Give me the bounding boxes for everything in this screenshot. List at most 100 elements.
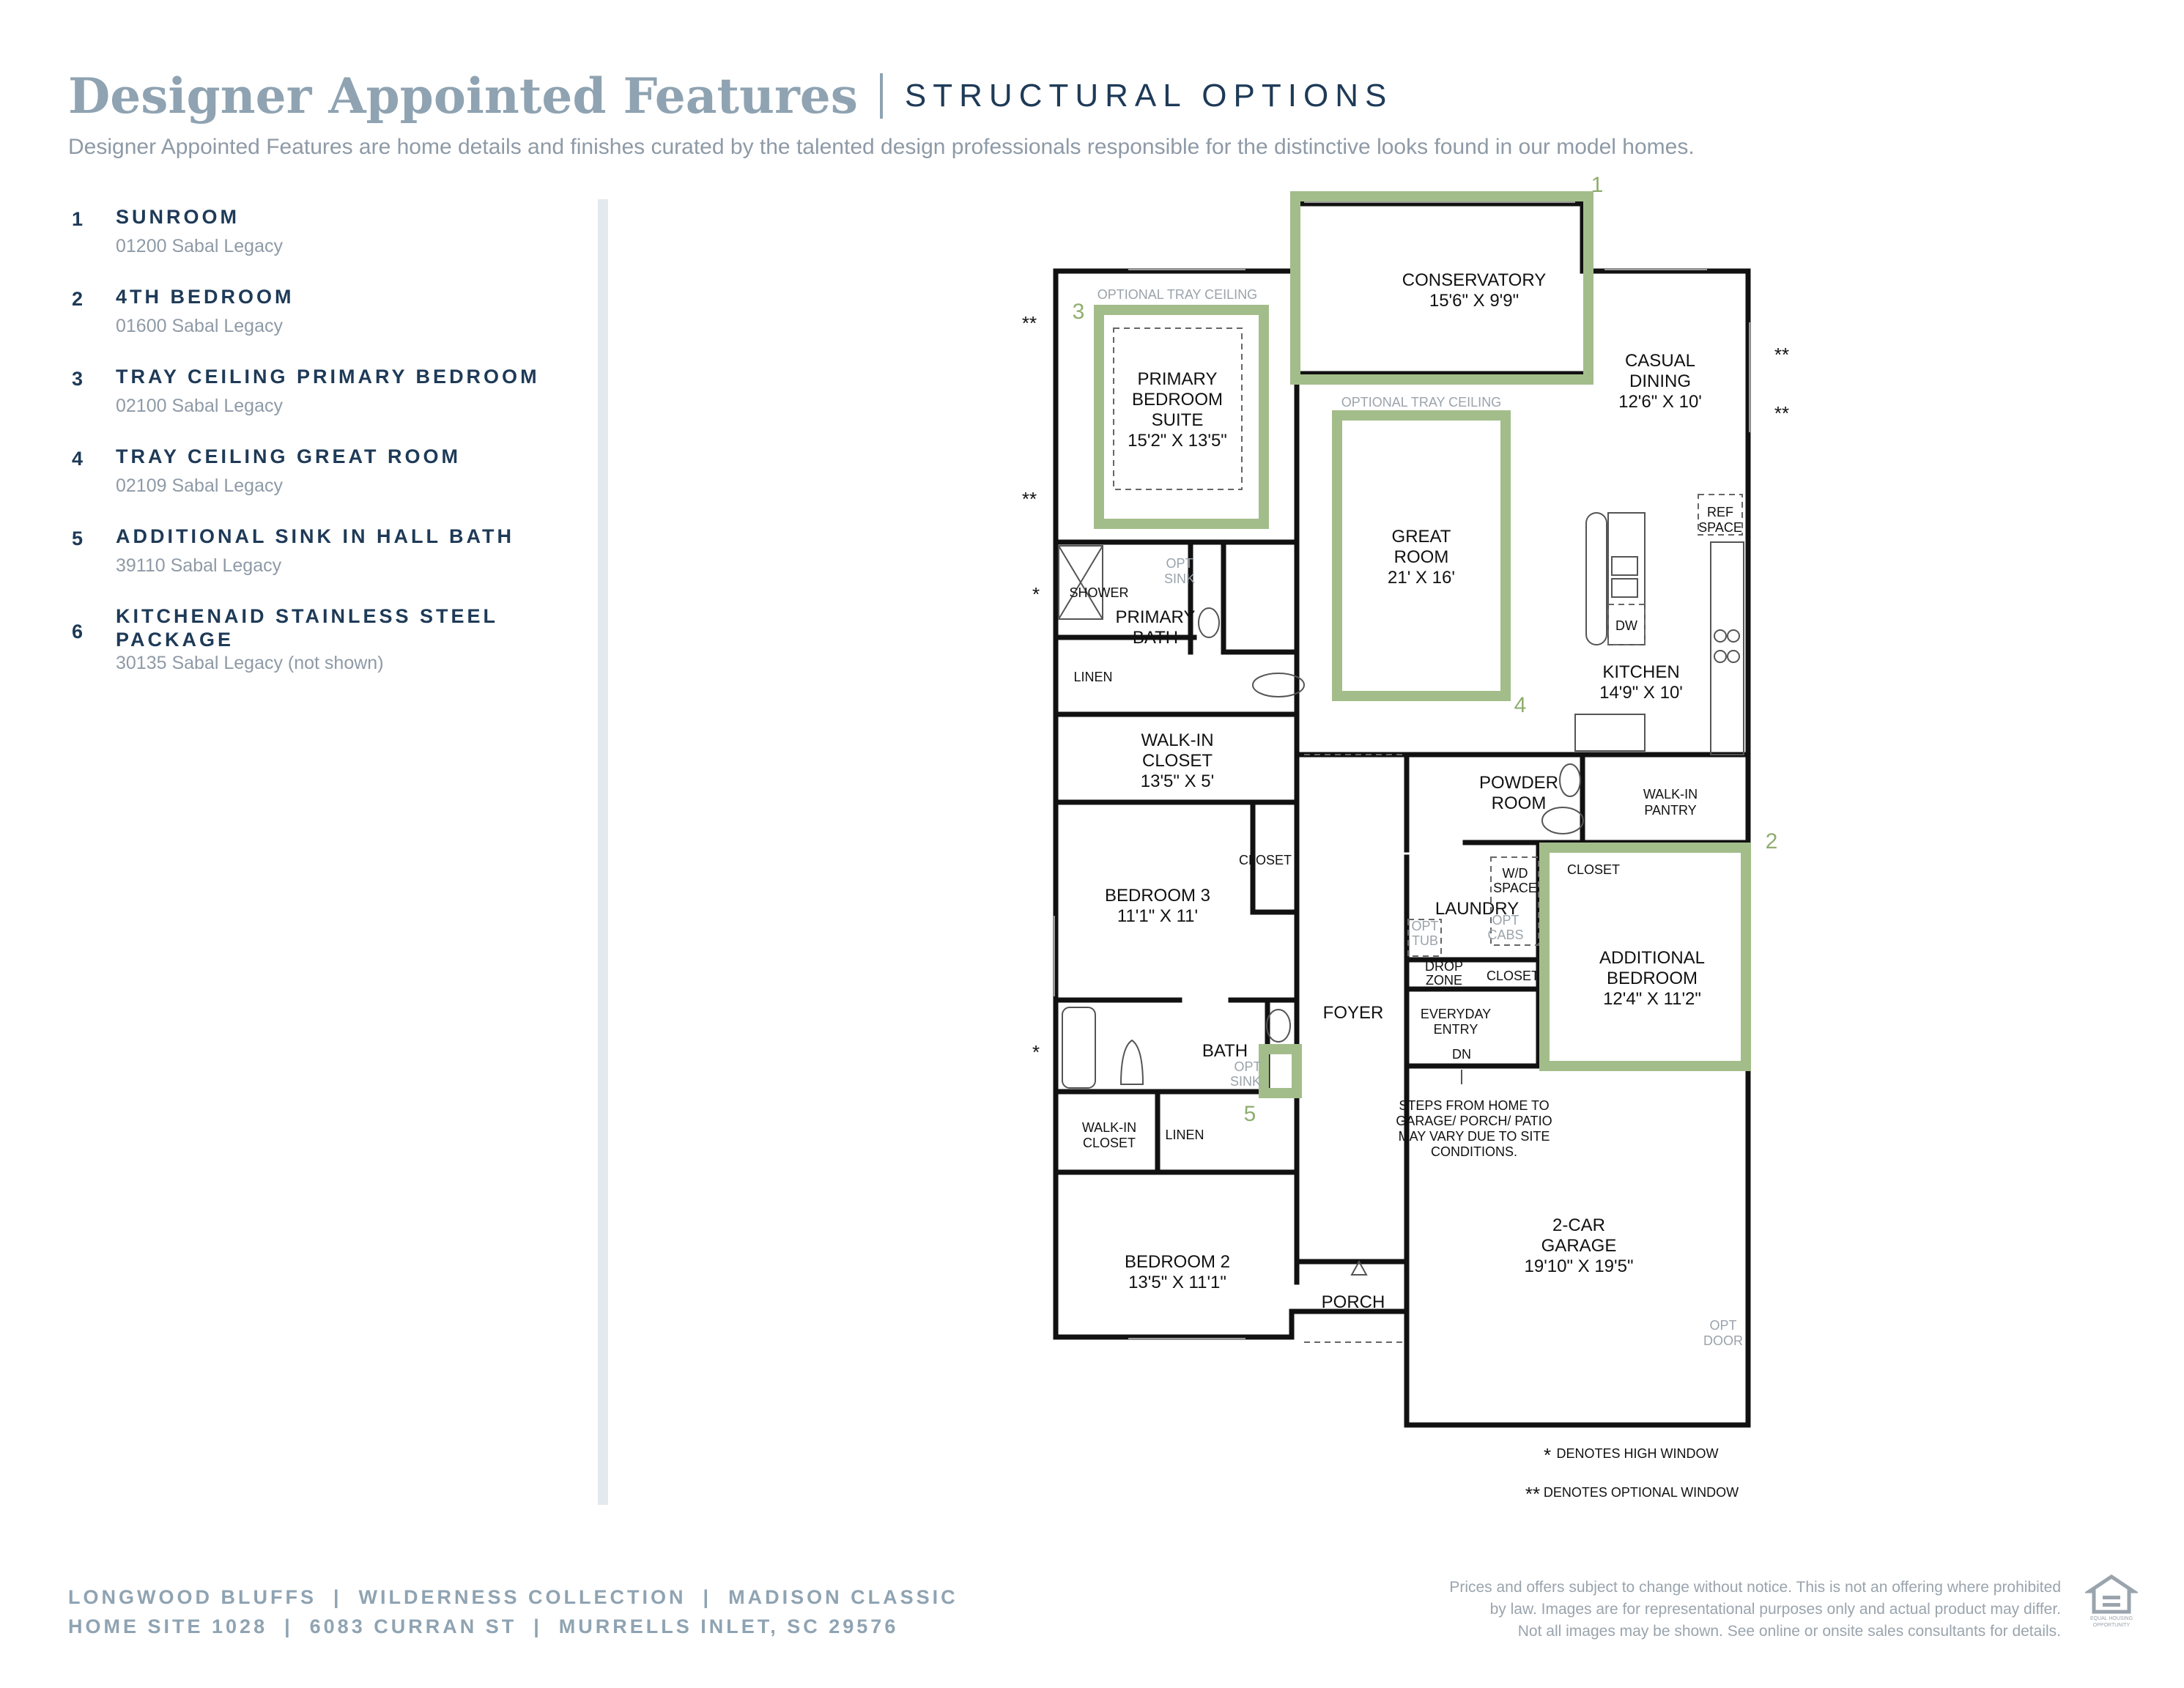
room-name: WALK-IN: [1643, 787, 1698, 802]
room-name: CLOSET: [1083, 1136, 1136, 1150]
marker-2: 2: [1766, 829, 1778, 854]
fixture-label: OPT: [1492, 913, 1519, 928]
fixture-label: OPT: [1411, 919, 1438, 933]
room-name: SUITE: [1152, 410, 1204, 430]
feature-name: ADDITIONAL SINK IN HALL BATH: [116, 525, 514, 547]
fixture-label: LINEN: [1165, 1128, 1204, 1142]
room-name: PORCH: [1322, 1292, 1385, 1312]
feature-number: 1: [72, 208, 84, 230]
fixture-label: SPACE: [1493, 881, 1537, 895]
title-divider: [879, 73, 883, 119]
tray-ceiling-label: OPTIONAL TRAY CEILING: [1097, 287, 1257, 302]
room-name: FOYER: [1323, 1003, 1384, 1023]
room-name: POWDER: [1479, 773, 1558, 793]
fixture-label: CLOSET: [1487, 969, 1539, 983]
equal-housing-icon: EQUAL HOUSING OPPORTUNITY: [2085, 1574, 2138, 1628]
legend-marker: *: [1544, 1444, 1551, 1466]
room-name: PRIMARY: [1138, 369, 1218, 389]
laundry-fixtures: [1350, 856, 1539, 1276]
kitchen-fixtures: [1574, 494, 1744, 755]
room-name: GARAGE: [1541, 1236, 1617, 1256]
room-size: 12'4" X 11'2": [1603, 989, 1701, 1009]
feature-name: SUNROOM: [116, 206, 240, 228]
fixture-label: CLOSET: [1567, 862, 1620, 877]
room-name: CLOSET: [1142, 751, 1213, 771]
fixture-label: LINEN: [1073, 670, 1112, 684]
fixture-label: CLOSET: [1239, 853, 1292, 867]
room-size: 21' X 16': [1388, 568, 1455, 588]
feature-item: 6 KITCHENAID STAINLESS STEEL PACKAGE 301…: [72, 604, 541, 674]
sunroom-highlight: [1290, 191, 1593, 385]
room-name: WALK-IN: [1141, 730, 1213, 750]
room-name: BEDROOM: [1132, 390, 1223, 410]
window-marker: **: [1774, 344, 1789, 366]
eho-label: EQUAL HOUSING: [2090, 1616, 2133, 1621]
room-name: BEDROOM 2: [1125, 1252, 1230, 1272]
page-header: Designer Appointed Features STRUCTURAL O…: [68, 67, 1393, 125]
room-name: GREAT: [1392, 527, 1451, 547]
fixture-label: DROP: [1425, 959, 1463, 974]
page-title: Designer Appointed Features: [68, 67, 858, 125]
tray-ceiling-label: OPTIONAL TRAY CEILING: [1341, 395, 1501, 410]
marker-4: 4: [1514, 693, 1527, 717]
room-size: 14'9" X 10': [1599, 683, 1683, 703]
legend-text: DENOTES HIGH WINDOW: [1557, 1446, 1719, 1461]
window-marker: *: [1032, 1041, 1040, 1063]
steps-note: MAY VARY DUE TO SITE: [1399, 1129, 1550, 1144]
window-marker: **: [1022, 488, 1037, 510]
room-name: ROOM: [1492, 793, 1547, 813]
disclaimer-line: Prices and offers subject to change with…: [1449, 1579, 2061, 1596]
room-name: LAUNDRY: [1435, 899, 1519, 919]
fixture-label: DOOR: [1703, 1333, 1743, 1348]
disclaimer-line: by law. Images are for representational …: [1489, 1601, 2061, 1618]
feature-name: KITCHENAID STAINLESS STEEL PACKAGE: [116, 605, 498, 651]
hall-sink-highlight: [1259, 1044, 1302, 1098]
fixture-label: SPACE: [1698, 520, 1742, 535]
fixture-label: OPT: [1166, 556, 1193, 571]
room-name: DINING: [1629, 371, 1691, 391]
fixture-label: REF: [1707, 505, 1733, 519]
fixture-label: EVERYDAY: [1421, 1007, 1491, 1021]
legend-text: DENOTES OPTIONAL WINDOW: [1544, 1485, 1739, 1500]
room-name: BEDROOM: [1607, 969, 1698, 988]
window-marker: **: [1022, 312, 1037, 334]
fixture-label: ZONE: [1426, 973, 1462, 988]
steps-note: GARAGE/ PORCH/ PATIO: [1396, 1114, 1552, 1128]
room-name: PANTRY: [1644, 803, 1696, 818]
room-name: WALK-IN: [1082, 1120, 1136, 1135]
column-divider: [598, 199, 608, 1505]
intro-text: Designer Appointed Features are home det…: [68, 135, 1695, 159]
feature-name: 4TH BEDROOM: [116, 286, 295, 308]
page-subtitle: STRUCTURAL OPTIONS: [904, 78, 1393, 114]
feature-number: 2: [72, 288, 84, 310]
feature-name: TRAY CEILING PRIMARY BEDROOM: [116, 366, 540, 388]
legend-marker: **: [1525, 1483, 1540, 1505]
fixture-label: OPT: [1234, 1059, 1261, 1074]
fixture-label: SHOWER: [1070, 585, 1129, 600]
feature-item: 4 TRAY CEILING GREAT ROOM 02109 Sabal Le…: [72, 445, 541, 497]
fixture-label: ENTRY: [1434, 1022, 1478, 1037]
fixture-label: TUB: [1412, 933, 1438, 948]
room-name: ADDITIONAL: [1599, 948, 1705, 968]
marker-1: 1: [1591, 173, 1604, 197]
room-name: BEDROOM 3: [1105, 886, 1210, 906]
marker-3: 3: [1073, 300, 1085, 324]
footer-disclaimer: Prices and offers subject to change with…: [1328, 1577, 2061, 1643]
eho-label: OPPORTUNITY: [2093, 1623, 2131, 1628]
tray-ceiling-primary-dash: [1113, 327, 1243, 490]
feature-number: 5: [72, 528, 84, 549]
feature-number: 6: [72, 621, 84, 643]
footer-line-2: HOME SITE 1028 | 6083 CURRAN ST | MURREL…: [68, 1615, 899, 1637]
room-size: 15'6" X 9'9": [1429, 291, 1519, 311]
feature-item: 1 SUNROOM 01200 Sabal Legacy: [72, 205, 541, 257]
room-name: CONSERVATORY: [1402, 270, 1547, 290]
feature-list: 1 SUNROOM 01200 Sabal Legacy 2 4TH BEDRO…: [72, 205, 541, 702]
feature-item: 3 TRAY CEILING PRIMARY BEDROOM 02100 Sab…: [72, 365, 541, 417]
fixture-label: SINK: [1230, 1074, 1261, 1089]
footer-address: LONGWOOD BLUFFS | WILDERNESS COLLECTION …: [68, 1582, 958, 1641]
room-size: 13'5" X 5': [1141, 771, 1214, 791]
room-size: 19'10" X 19'5": [1525, 1256, 1634, 1276]
bath-fixtures: [1058, 545, 1584, 1089]
room-name: BATH: [1202, 1041, 1248, 1061]
fixture-label: W/D: [1503, 866, 1528, 881]
